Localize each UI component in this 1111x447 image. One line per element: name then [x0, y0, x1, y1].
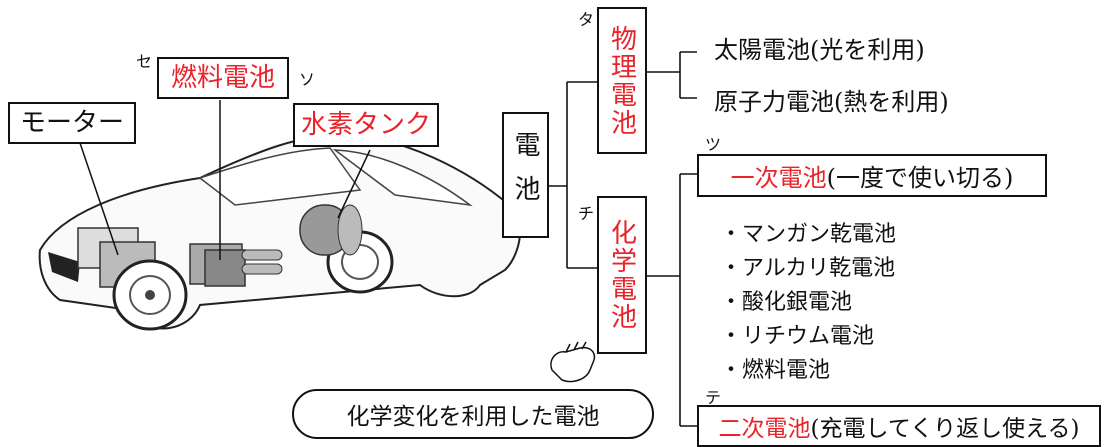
- fuel-cell-label: 燃料電池: [157, 57, 289, 99]
- marker-so: ソ: [299, 70, 316, 89]
- solar-cell-item: 太陽電池(光を利用): [714, 36, 925, 64]
- primary-battery-name: 一次電池: [730, 164, 827, 192]
- root-node-batteries: 電池: [502, 112, 549, 238]
- chemical-battery-node: 化学電池: [597, 196, 647, 354]
- list-item: ・リチウム電池: [720, 324, 875, 349]
- marker-chi: チ: [578, 204, 595, 223]
- hydrogen-tank-label: 水素タンク: [293, 103, 439, 147]
- physical-battery-node: 物理電池: [597, 7, 647, 154]
- primary-battery-list: ・マンガン乾電池 ・アルカリ乾電池 ・酸化銀電池 ・リチウム電池 ・燃料電池: [720, 218, 896, 388]
- secondary-battery-name: 二次電池: [718, 416, 811, 442]
- marker-ta: タ: [578, 10, 595, 29]
- motor-label: モーター: [8, 102, 136, 144]
- nuclear-cell-item: 原子力電池(熱を利用): [714, 88, 949, 116]
- marker-se: セ: [136, 52, 153, 71]
- primary-battery-desc: (一度で使い切る): [826, 164, 1014, 192]
- list-item: ・燃料電池: [720, 358, 831, 383]
- marker-te: テ: [705, 388, 722, 407]
- list-item: ・マンガン乾電池: [720, 222, 897, 247]
- secondary-battery-desc: (充電してくり返し使える): [810, 416, 1080, 442]
- marker-tsu: ツ: [705, 135, 722, 154]
- secondary-battery-node: 二次電池 (充電してくり返し使える): [697, 405, 1101, 447]
- primary-battery-node: 一次電池 (一度で使い切る): [697, 154, 1047, 197]
- list-item: ・酸化銀電池: [720, 290, 853, 315]
- chemical-note-bubble: 化学変化を利用した電池: [292, 389, 654, 439]
- list-item: ・アルカリ乾電池: [720, 256, 896, 281]
